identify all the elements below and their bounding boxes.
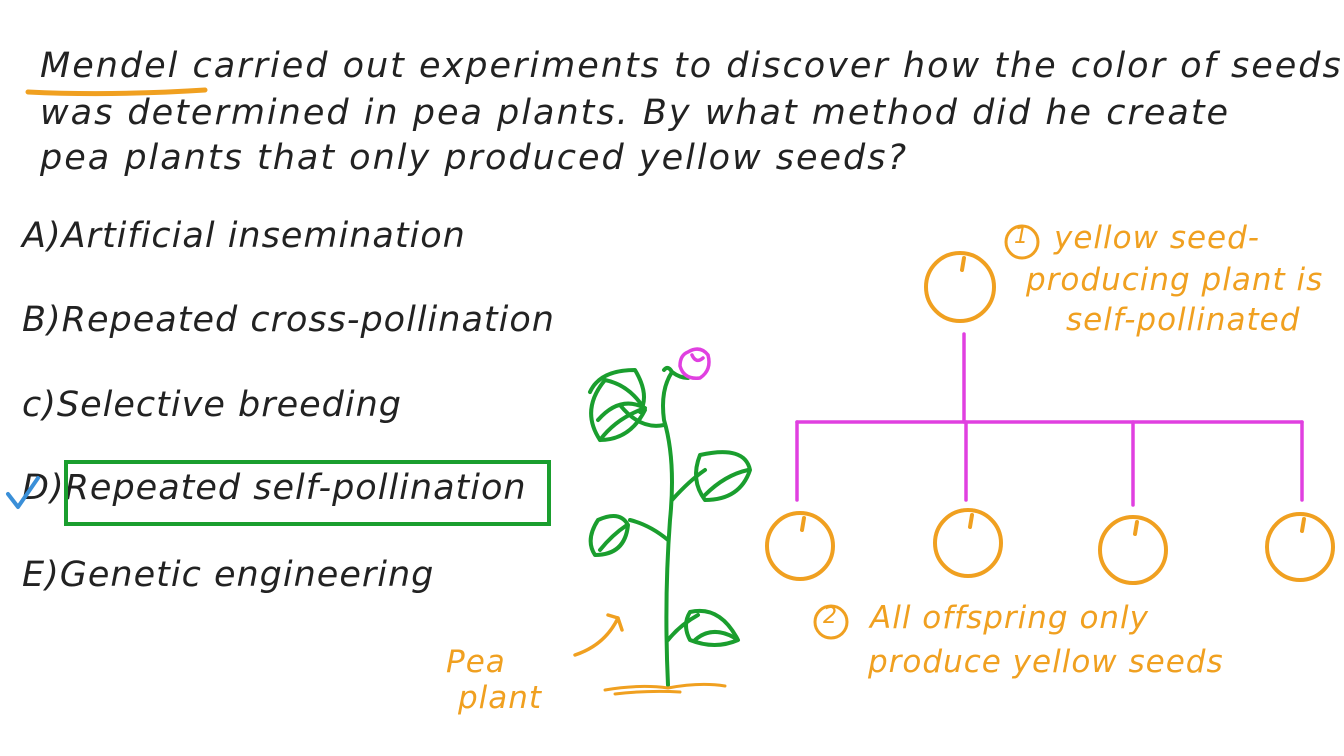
option-a[interactable]: A)Artificial insemination [22, 216, 466, 256]
option-b-text: Repeated cross-pollination [61, 300, 555, 340]
option-c-letter: c) [22, 385, 57, 425]
option-d-text: Repeated self-pollination [64, 468, 527, 508]
question-line-1-rest: carried out experiments to discover how … [179, 46, 1343, 86]
question-line-3: pea plants that only produced yellow see… [40, 138, 909, 178]
option-e-text: Genetic engineering [59, 555, 435, 595]
offspring-seed-icon [765, 511, 835, 581]
check-icon [6, 476, 40, 509]
step-1-number: 1 [1014, 224, 1029, 249]
option-b[interactable]: B)Repeated cross-pollination [22, 300, 555, 340]
parent-seed-icon [924, 251, 996, 323]
option-a-letter: A) [22, 216, 62, 256]
ground-line [603, 682, 727, 696]
step-1-line-3: self-pollinated [1066, 302, 1301, 338]
step-1-line-2: producing plant is [1026, 262, 1324, 298]
step-2-line-2: produce yellow seeds [868, 644, 1224, 680]
step-2-circle [813, 604, 849, 640]
plant-label-line-1: Pea [446, 644, 506, 680]
tree-connectors [795, 332, 1304, 507]
plant-label-line-2: plant [458, 680, 543, 716]
offspring-seed-icon [1265, 512, 1335, 582]
option-c[interactable]: c)Selective breeding [22, 385, 402, 425]
option-e-letter: E) [22, 555, 60, 595]
step-2-number: 2 [823, 604, 838, 629]
correct-answer-box [64, 460, 551, 526]
flower-icon [678, 347, 711, 380]
offspring-seed-icon [933, 508, 1003, 578]
step-1-line-1: yellow seed- [1054, 220, 1260, 256]
option-b-letter: B) [22, 300, 62, 340]
plant-pointer-arrow [573, 613, 624, 657]
question-line-2: was determined in pea plants. By what me… [40, 93, 1231, 133]
option-a-text: Artificial insemination [61, 216, 466, 256]
pea-plant-icon [588, 365, 752, 687]
question-line-1: Mendel carried out experiments to discov… [40, 46, 1343, 86]
step-1-circle [1004, 224, 1040, 260]
option-c-text: Selective breeding [56, 385, 402, 425]
question-highlight-word: Mendel [40, 46, 180, 86]
option-e[interactable]: E)Genetic engineering [22, 555, 434, 595]
step-2-line-1: All offspring only [870, 600, 1150, 636]
offspring-seed-icon [1098, 515, 1168, 585]
highlight-underline [25, 87, 208, 97]
